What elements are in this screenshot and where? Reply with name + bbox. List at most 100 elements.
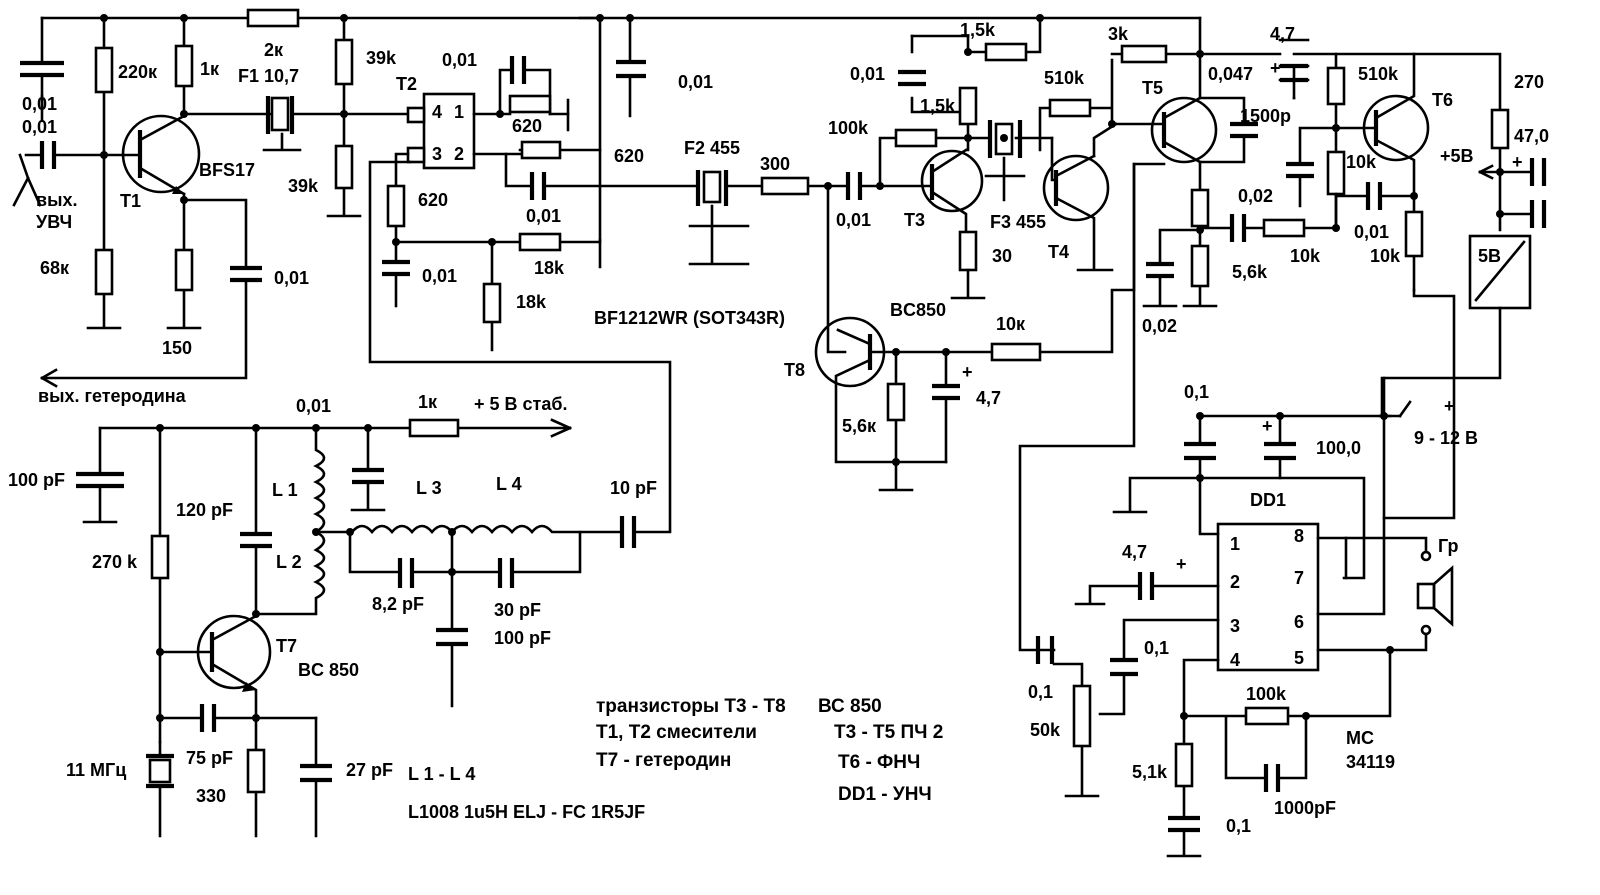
label-t2-type: BF1212WR (SOT343R)	[594, 308, 785, 328]
dd1-pin-5: 5	[1294, 648, 1304, 668]
label-v-osc: + 5 В стаб.	[474, 394, 567, 414]
label-r-51k: 5,1k	[1132, 762, 1168, 782]
component-labels: 0,01 0,01 220к 1к BFS17 T1 вых. УВЧ 68к …	[8, 20, 1549, 836]
label-t2-name: T2	[396, 74, 417, 94]
label-r-10k-a: 10k	[1290, 246, 1321, 266]
label-r-270k: 270 k	[92, 552, 138, 572]
label-r-330: 330	[196, 786, 226, 806]
label-r-510k-b: 510k	[1358, 64, 1399, 84]
label-r-100k-fb: 100k	[1246, 684, 1287, 704]
label-t7-type: BC 850	[298, 660, 359, 680]
label-r-1k-osc: 1к	[418, 392, 438, 412]
label-t1-name: T1	[120, 191, 141, 211]
label-r-39k-b: 39k	[288, 176, 319, 196]
label-c-120pf: 120 pF	[176, 500, 233, 520]
label-c-t2-mid: 0,01	[526, 206, 561, 226]
legend-notes: транзисторы Т3 - Т8 ВС 850 Т1, Т2 смесит…	[596, 696, 943, 805]
label-r-68k: 68к	[40, 258, 70, 278]
label-c-1500: 1500р	[1240, 106, 1291, 126]
note-line2-a: Т1, Т2 смесители	[596, 722, 757, 743]
dd1-pin-7: 7	[1294, 568, 1304, 588]
note-line3-a: Т7 - гетеродин	[596, 750, 731, 771]
label-xtal: 11 МГц	[66, 760, 126, 780]
label-out-uvch-2: УВЧ	[36, 212, 72, 232]
label-c-0047: 0,047	[1208, 64, 1253, 84]
label-out-uvch-1: вых.	[36, 190, 77, 210]
audio-amp-stage	[1018, 162, 1454, 858]
label-c-002-b: 0,02	[1142, 316, 1177, 336]
label-r-15k-top: 1,5k	[960, 20, 996, 40]
label-l-range: L 1 - L 4	[408, 764, 475, 784]
t2-pin-3: 3	[432, 144, 442, 164]
label-t3-name: T3	[904, 210, 925, 230]
label-r-3k: 3k	[1108, 24, 1129, 44]
label-c-01-bot: 0,1	[1226, 816, 1251, 836]
label-c-27pf: 27 pF	[346, 760, 393, 780]
label-c-47-t8: 4,7	[976, 388, 1001, 408]
label-r-39k-a: 39k	[366, 48, 397, 68]
label-t8-name: T8	[784, 360, 805, 380]
label-plus-47-top: +	[1270, 58, 1281, 78]
label-plus-1000: +	[1262, 416, 1273, 436]
label-c-82pf: 8,2 pF	[372, 594, 424, 614]
label-l4: L 4	[496, 474, 522, 494]
label-c-100pf: 100 pF	[8, 470, 65, 490]
label-v-5: +5В	[1440, 146, 1474, 166]
label-c-t2-top: 0,01	[442, 50, 477, 70]
note-line4-b: DD1 - УНЧ	[838, 784, 932, 805]
if-stages	[578, 14, 1258, 354]
label-r-10k-t8: 10к	[996, 314, 1026, 334]
label-c-t3-top: 0,01	[850, 64, 885, 84]
label-r-2k: 2к	[264, 40, 284, 60]
label-plus-47-t8: +	[962, 362, 973, 382]
label-r-620-c: 620	[418, 190, 448, 210]
label-r-1k-t1: 1к	[200, 59, 220, 79]
ic-pin-labels: 4 1 3 2 1 2 3 4 8 7 6 5	[432, 102, 1304, 670]
dd1-pin-8: 8	[1294, 526, 1304, 546]
label-c-002-a: 0,02	[1238, 186, 1273, 206]
dd1-pin-6: 6	[1294, 612, 1304, 632]
label-c-t2-low: 0,01	[422, 266, 457, 286]
label-c-in-top: 0,01	[22, 94, 57, 114]
label-c-75pf: 75 pF	[186, 748, 233, 768]
label-f1: F1 10,7	[238, 66, 299, 86]
label-r-100k: 100k	[828, 118, 869, 138]
label-l3: L 3	[416, 478, 442, 498]
label-r-10k-b: 10k	[1346, 152, 1377, 172]
label-c-in-bot: 0,01	[22, 117, 57, 137]
label-l2: L 2	[276, 552, 302, 572]
label-gr: Гр	[1438, 536, 1459, 556]
t2-stage	[262, 14, 698, 532]
label-c-100pf-b: 100 pF	[494, 628, 551, 648]
label-r-50k: 50k	[1030, 720, 1061, 740]
label-r-150: 150	[162, 338, 192, 358]
label-t7-name: T7	[276, 636, 297, 656]
note-line2-b: Т3 - Т5 ПЧ 2	[834, 722, 943, 743]
t2-pin-2: 2	[454, 144, 464, 164]
label-reg: 5В	[1478, 246, 1501, 266]
note-line3-b: Т6 - ФНЧ	[838, 752, 920, 773]
label-r-18k-b: 18k	[516, 292, 547, 312]
t6-stage	[1198, 38, 1547, 520]
label-t8-type: BC850	[890, 300, 946, 320]
label-c-01-p3: 0,1	[1144, 638, 1169, 658]
label-t6-name: T6	[1432, 90, 1453, 110]
label-c-t1-e: 0,01	[274, 268, 309, 288]
t2-pin-1: 1	[454, 102, 464, 122]
label-t4-name: T4	[1048, 242, 1069, 262]
dd1-pin-1: 1	[1230, 534, 1240, 554]
note-line1-b: ВС 850	[818, 696, 882, 717]
label-mc: МС	[1346, 728, 1374, 748]
label-mc-num: 34119	[1346, 752, 1395, 772]
label-c-osc: 0,01	[296, 396, 331, 416]
label-r-15k-mid: 1,5k	[920, 96, 956, 116]
label-r-56k-t5: 5,6k	[1232, 262, 1268, 282]
label-r-10k-c: 10k	[1370, 246, 1401, 266]
label-v-in: 9 - 12 В	[1414, 428, 1478, 448]
label-c-01-in: 0,1	[1028, 682, 1053, 702]
oscillator-stage	[76, 418, 672, 838]
label-t1-type: BFS17	[199, 160, 255, 180]
label-l1: L 1	[272, 480, 298, 500]
label-plus-470: +	[1512, 152, 1523, 172]
